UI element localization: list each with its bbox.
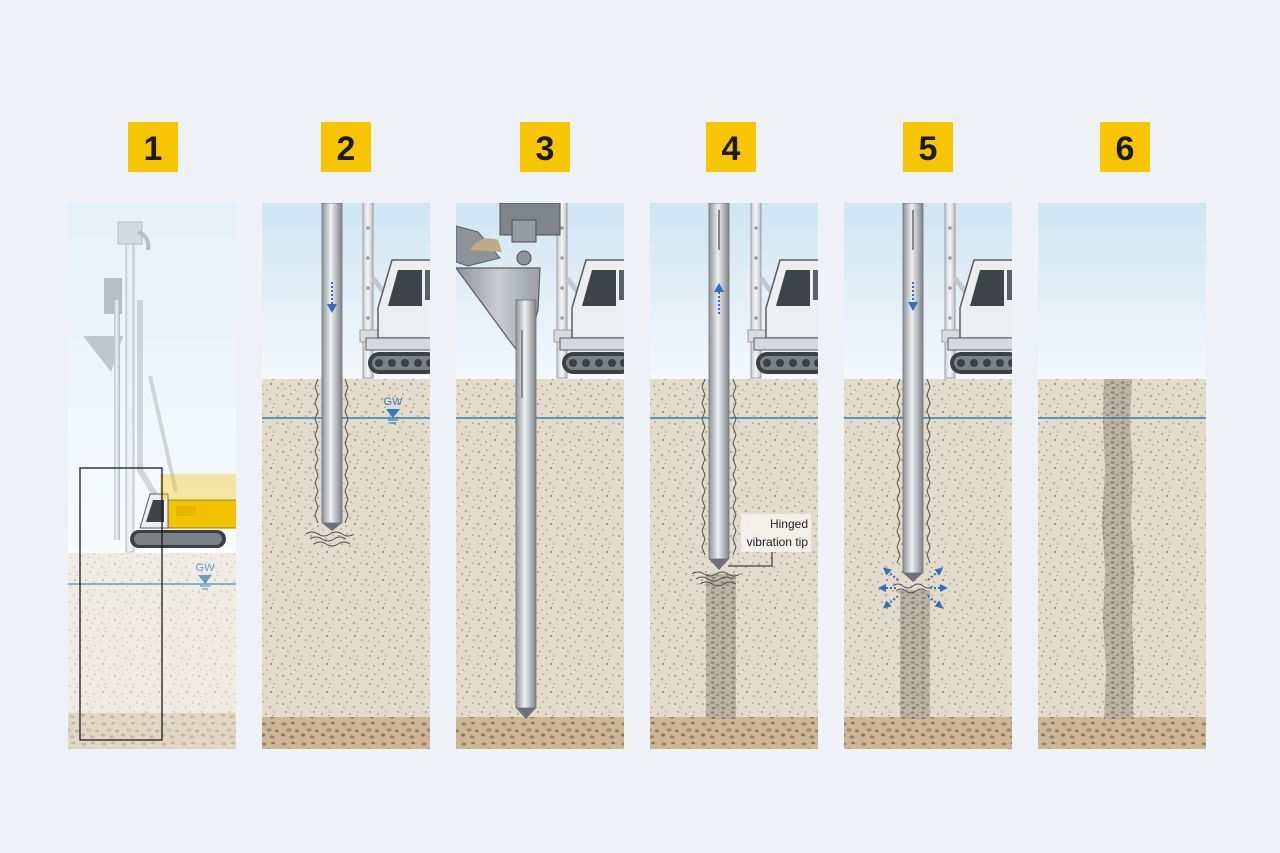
vibrator-pipe xyxy=(708,203,730,560)
panel-4-retraction: Hinged vibration tip xyxy=(650,203,818,749)
stone-column xyxy=(1102,379,1134,719)
bearing-layer xyxy=(68,713,236,749)
bearing-layer xyxy=(1038,717,1206,749)
step-number-1: 1 xyxy=(144,130,163,168)
step-badges: 1 2 3 4 5 6 xyxy=(128,122,1150,172)
groundwater-label: GW xyxy=(196,562,216,574)
groundwater-label: GW xyxy=(384,396,404,408)
step-badge-2: 2 xyxy=(321,122,371,172)
bearing-layer xyxy=(650,717,818,749)
bearing-layer xyxy=(456,717,624,749)
sky xyxy=(1038,203,1206,379)
stone-column-partial xyxy=(706,574,736,719)
panel-5-compaction xyxy=(844,203,1012,749)
step-badge-6: 6 xyxy=(1100,122,1150,172)
step-badge-1: 1 xyxy=(128,122,178,172)
step-number-4: 4 xyxy=(722,130,741,168)
vibrator-pipe xyxy=(902,203,924,574)
step-badge-3: 3 xyxy=(520,122,570,172)
vibrator-pipe xyxy=(321,203,343,524)
loader-bucket xyxy=(456,225,502,267)
vibration-wave-icon xyxy=(892,583,934,594)
soil-layer xyxy=(262,379,430,717)
step-number-3: 3 xyxy=(536,130,555,168)
vibrator-head xyxy=(499,203,561,266)
callout-line-1: Hinged xyxy=(770,517,808,531)
rig-body xyxy=(130,474,236,548)
bearing-layer xyxy=(262,717,430,749)
soil-layer xyxy=(456,379,624,717)
bearing-layer xyxy=(844,717,1012,749)
step-number-6: 6 xyxy=(1116,130,1135,168)
vibration-wave-icon xyxy=(691,571,741,587)
hinged-vibration-tip xyxy=(709,559,729,570)
step-badge-5: 5 xyxy=(903,122,953,172)
panel-3-filling xyxy=(456,203,624,749)
detail-frame xyxy=(79,467,163,741)
tip-callout: Hinged vibration tip xyxy=(728,514,811,567)
panel-1-overview: GW xyxy=(68,203,236,749)
crawler-rig xyxy=(83,221,178,553)
vibrator-pipe xyxy=(515,299,537,709)
step-number-2: 2 xyxy=(337,130,356,168)
panel-2-penetration: GW xyxy=(262,203,430,749)
panel-6-finished-column xyxy=(1038,203,1206,749)
vibration-wave-icon xyxy=(305,531,355,547)
stone-column-partial xyxy=(900,590,930,719)
compaction-arrows xyxy=(878,567,948,609)
callout-line-2: vibration tip xyxy=(747,535,809,549)
step-number-5: 5 xyxy=(919,130,938,168)
step-badge-4: 4 xyxy=(706,122,756,172)
